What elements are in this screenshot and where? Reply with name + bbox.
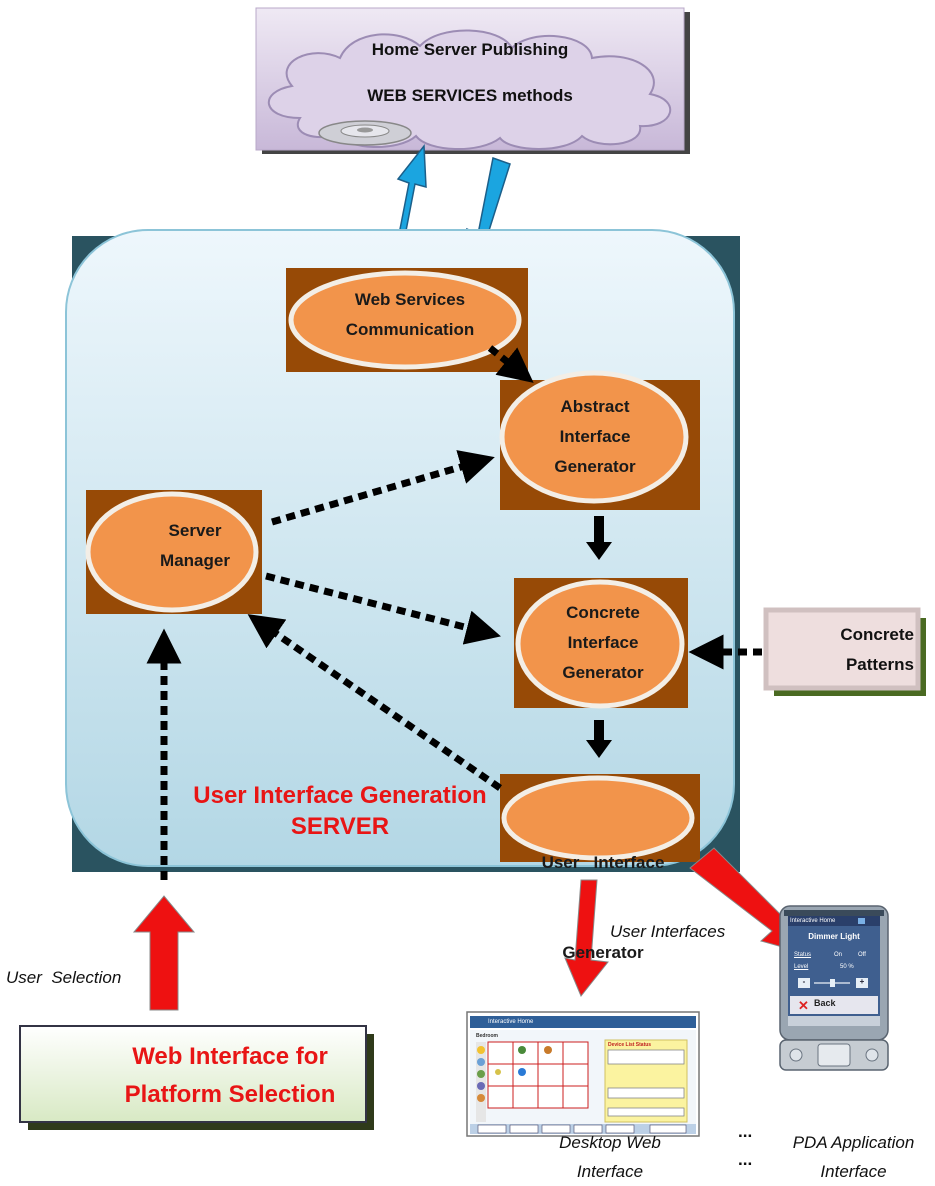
pda-level-value: 50 % xyxy=(840,964,854,970)
arrow-ws-to-abstract xyxy=(487,345,534,383)
user-interface-generator-label: User Interface Generator xyxy=(541,853,665,962)
node-user-interface xyxy=(500,774,700,862)
pda-off-label: Off xyxy=(858,952,866,958)
concrete-patterns-box xyxy=(763,607,926,696)
pda-on-label: On xyxy=(834,952,843,958)
cloud-title-line2: WEB SERVICES methods xyxy=(367,86,573,105)
pda-caption: PDA Application Interface xyxy=(792,1133,915,1181)
desktop-app-title: Interactive Home xyxy=(488,1019,534,1025)
pda-back-label: Back xyxy=(814,998,836,1008)
cloud xyxy=(255,7,690,154)
pda-minus-button: - xyxy=(802,977,806,986)
server-manager-label: Server Manager xyxy=(160,521,230,570)
disk-icon xyxy=(318,120,412,146)
node-concrete xyxy=(514,578,688,709)
pda-device-name: Dimmer Light xyxy=(808,932,860,941)
web-interface-label: Web Interface for Platform Selection xyxy=(124,1043,336,1108)
user-selection-label: User Selection xyxy=(6,968,122,987)
arrow-manager-to-abstract xyxy=(271,450,495,526)
server-title: User Interface Generation SERVER xyxy=(193,782,487,840)
abstract-label: Abstract Interface Generator xyxy=(554,397,636,476)
concrete-patterns-label: Concrete Patterns xyxy=(840,625,914,674)
node-server-manager xyxy=(85,490,262,614)
user-interfaces-label: User Interfaces xyxy=(610,922,726,941)
web-services-label: Web Services Communication xyxy=(345,290,475,339)
desktop-screenshot xyxy=(466,1011,700,1137)
cloud-title-line1: Home Server Publishing xyxy=(371,40,569,59)
arrow-manager-to-concrete xyxy=(265,572,501,645)
node-abstract xyxy=(499,370,700,510)
pda-status-label: Status xyxy=(794,952,812,958)
solid-short-arrows xyxy=(586,516,612,758)
concrete-label: Concrete Interface Generator xyxy=(562,603,644,682)
red-up-arrow xyxy=(132,895,196,1011)
ellipsis-1: ... xyxy=(738,1122,753,1141)
desktop-room-label: Bedroom xyxy=(476,1033,498,1039)
pda-level-label: Level xyxy=(794,964,809,970)
node-web-services xyxy=(286,268,528,372)
red-down-arrow-desktop xyxy=(564,879,609,997)
desktop-panel-title: Device List Status xyxy=(608,1042,652,1048)
pda-plus-button: + xyxy=(859,977,865,986)
arrow-uigen-to-manager xyxy=(247,614,502,791)
pda-device: ✕ xyxy=(779,905,889,1071)
desktop-caption: Desktop Web Interface xyxy=(559,1133,661,1181)
dotted-arrows xyxy=(146,345,762,880)
web-interface-box xyxy=(19,1025,374,1130)
ellipsis-2: ... xyxy=(738,1150,753,1169)
pda-app-title: Interactive Home xyxy=(790,918,836,924)
red-arrows xyxy=(132,847,801,1011)
svg-text:✕: ✕ xyxy=(798,998,809,1013)
